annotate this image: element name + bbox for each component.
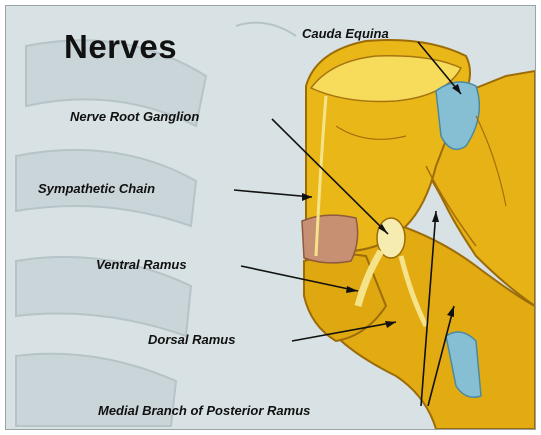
label-sympathetic-chain: Sympathetic Chain	[38, 181, 155, 196]
spine-illustration	[6, 6, 535, 429]
leader-sympathetic-chain	[234, 190, 312, 197]
label-ventral-ramus: Ventral Ramus	[96, 257, 187, 272]
label-dorsal-ramus: Dorsal Ramus	[148, 332, 235, 347]
label-nerve-root-ganglion: Nerve Root Ganglion	[70, 109, 199, 124]
label-medial-branch: Medial Branch of Posterior Ramus	[98, 403, 310, 418]
vertebra	[302, 40, 535, 429]
diagram-frame: Nerves Cauda Equina Nerve Root Ganglion …	[5, 5, 536, 430]
intervertebral-disc	[302, 215, 358, 263]
diagram-title: Nerves	[64, 28, 177, 66]
label-cauda-equina: Cauda Equina	[302, 26, 389, 41]
arrow-medial-branch-a	[432, 211, 439, 222]
